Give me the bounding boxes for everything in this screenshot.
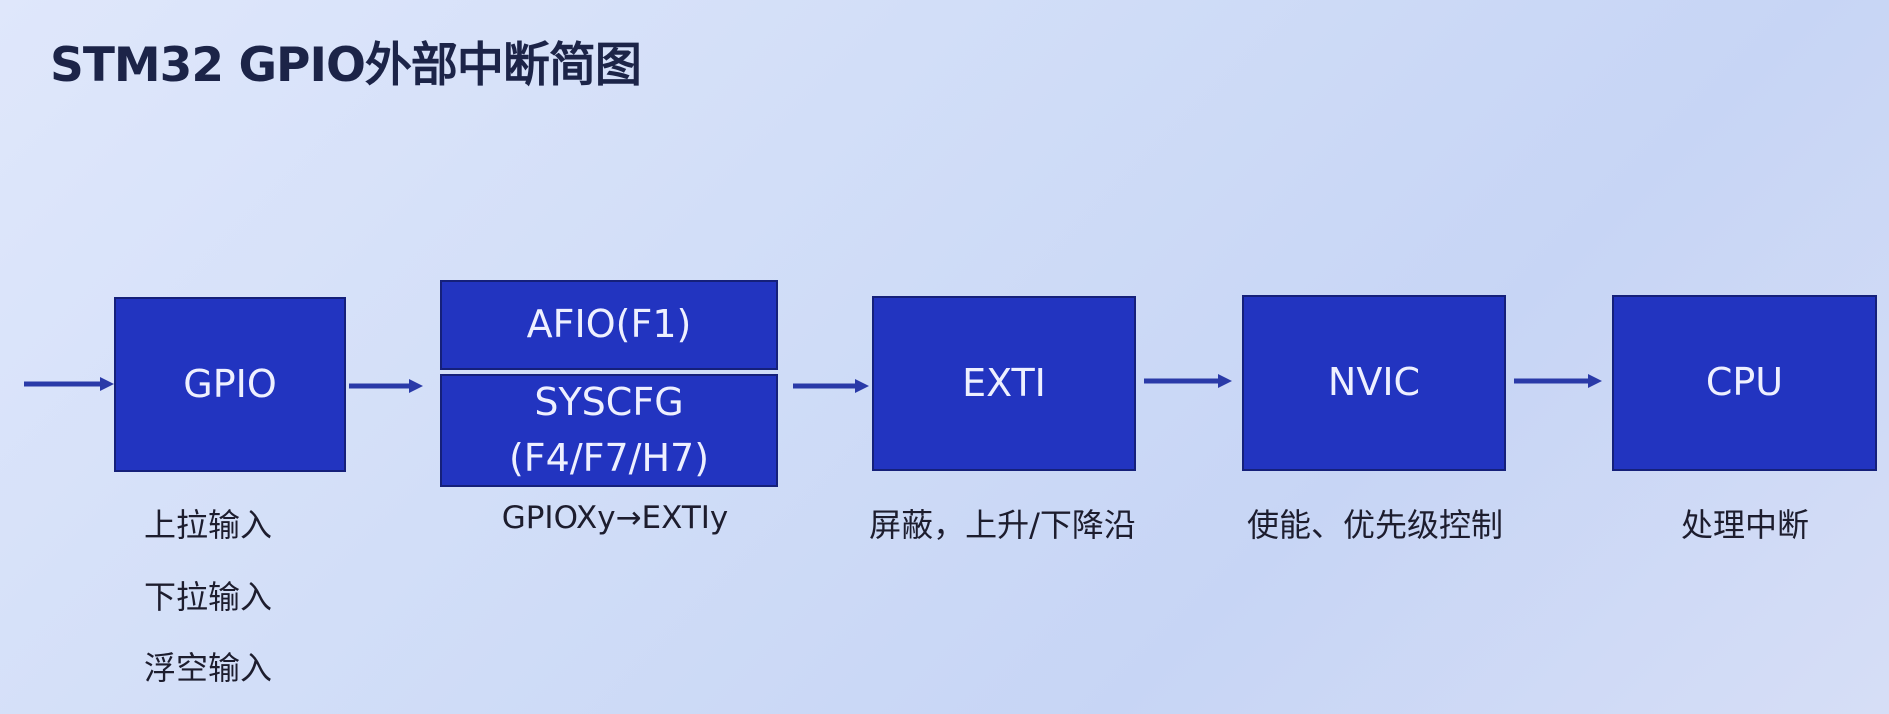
gpio-mode-pulldown: 下拉输入: [144, 578, 273, 616]
nvic-caption: 使能、优先级控制: [1246, 506, 1503, 544]
arrow-gpio-to-afio: [349, 379, 423, 393]
cpu-caption: 处理中断: [1680, 506, 1809, 544]
arrow-input: [24, 377, 114, 391]
nvic-block: NVIC: [1242, 295, 1506, 471]
arrow-syscfg-to-exti: [793, 379, 869, 393]
page-title: STM32 GPIO外部中断简图: [50, 38, 642, 93]
afio-block-label: AFIO(F1): [526, 302, 692, 347]
afio-block: AFIO(F1): [440, 280, 778, 370]
cpu-block: CPU: [1612, 295, 1877, 471]
arrow-exti-to-nvic: [1144, 374, 1232, 388]
arrow-nvic-to-cpu: [1514, 374, 1602, 388]
cpu-block-label: CPU: [1705, 360, 1784, 405]
exti-block-label: EXTI: [962, 360, 1046, 405]
syscfg-block-label: SYSCFG: [534, 380, 684, 425]
nvic-block-label: NVIC: [1327, 360, 1421, 405]
exti-caption: 屏蔽，上升/下降沿: [869, 506, 1136, 544]
syscfg-block-variants: (F4/F7/H7): [508, 435, 710, 480]
gpio-block-label: GPIO: [183, 361, 277, 406]
afio-caption: GPIOXy→EXTIy: [501, 500, 729, 536]
gpio-mode-floating: 浮空输入: [144, 649, 273, 687]
gpio-mode-pullup: 上拉输入: [144, 506, 273, 544]
exti-block: EXTI: [872, 296, 1136, 471]
syscfg-block: SYSCFG (F4/F7/H7): [440, 374, 778, 487]
gpio-block: GPIO: [114, 297, 346, 472]
